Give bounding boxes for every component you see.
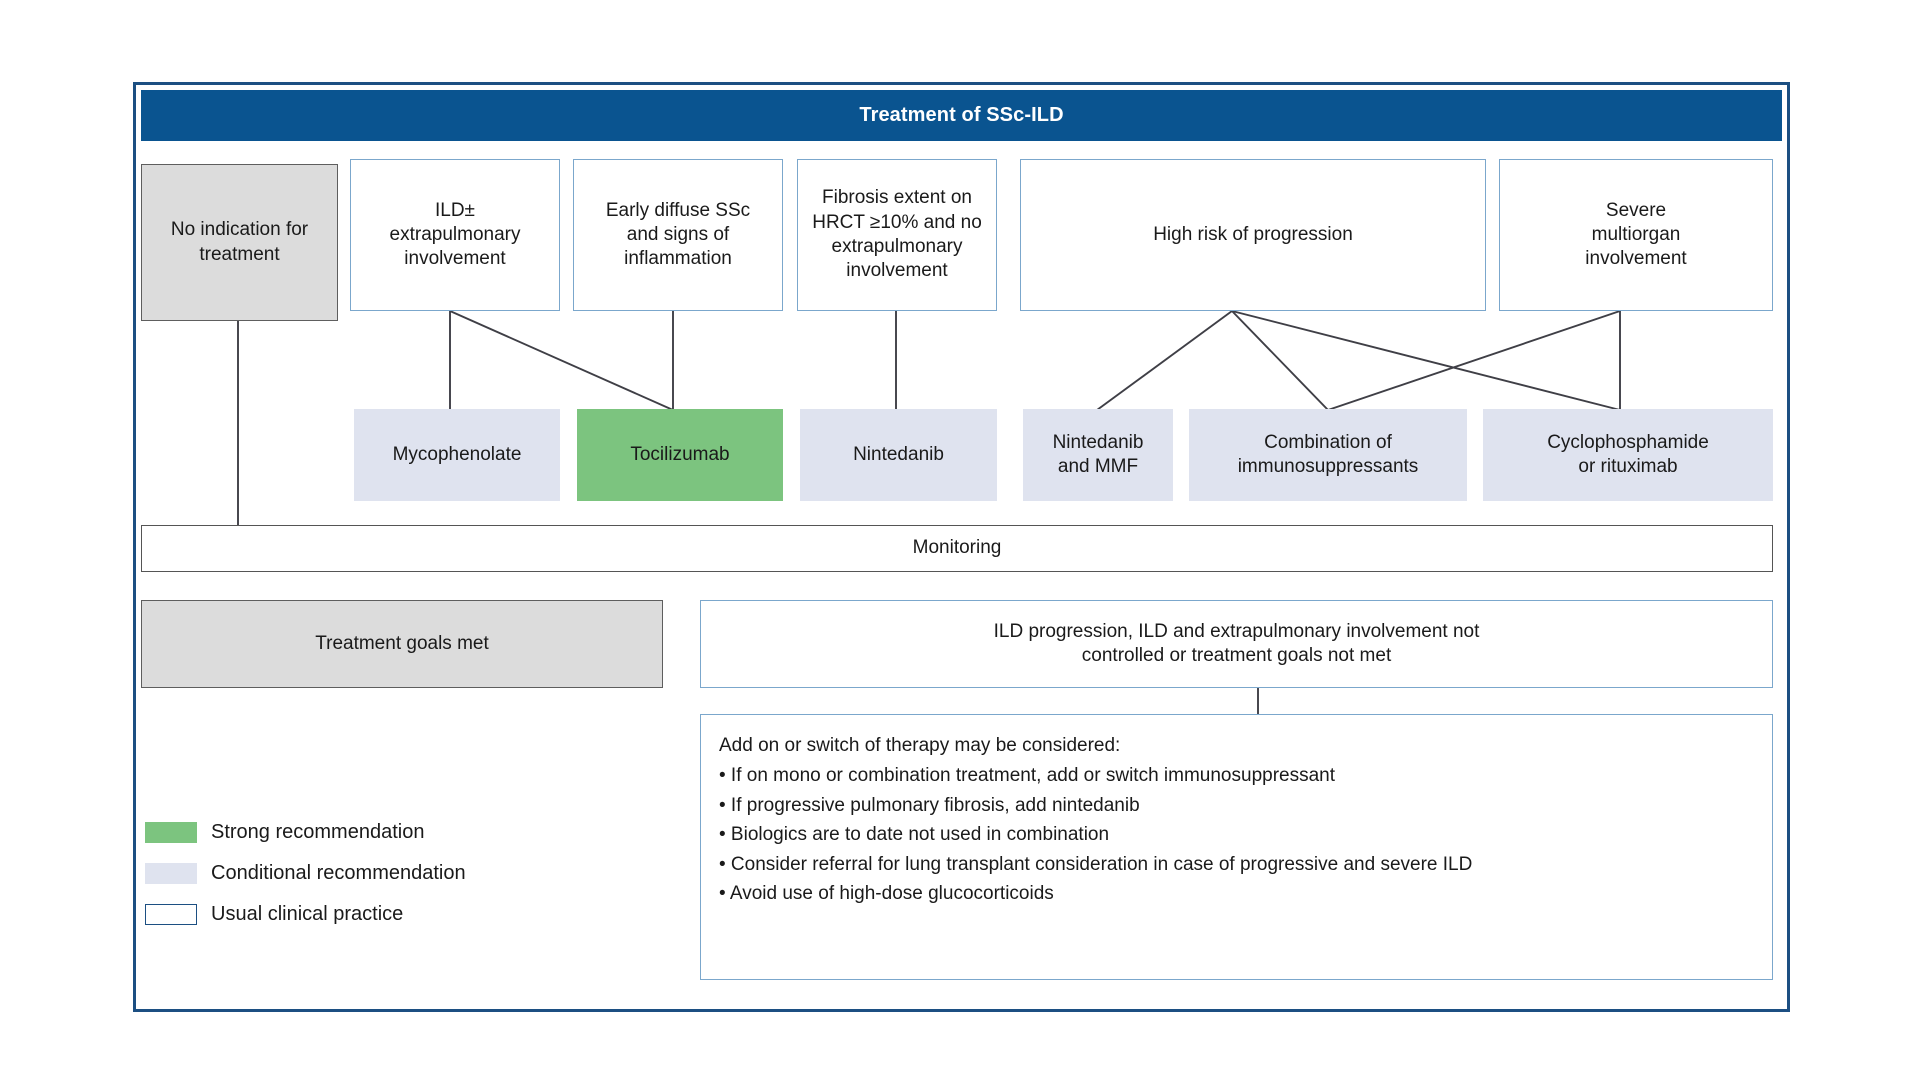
node-mycophenolate[interactable]: Mycophenolate [354,409,560,501]
node-addon-switch-therapy[interactable]: Add on or switch of therapy may be consi… [700,714,1773,980]
node-tocilizumab-label: Tocilizumab [630,443,730,465]
node-high-risk-progression-label: High risk of progression [1153,223,1353,245]
page-title: Treatment of SSc-ILD [859,104,1064,126]
node-tocilizumab[interactable]: Tocilizumab [577,409,783,501]
node-nintedanib[interactable]: Nintedanib [800,409,997,501]
node-ild-not-controlled[interactable]: ILD progression, ILD and extrapulmonary … [700,600,1773,688]
addon-bullet: • If on mono or combination treatment, a… [719,765,1336,787]
addon-bullet: • Biologics are to date not used in comb… [719,824,1110,846]
node-no-indication[interactable]: No indication for treatment [141,164,338,321]
legend-label-strong: Strong recommendation [211,821,425,843]
legend-label-conditional: Conditional recommendation [211,862,466,884]
addon-lead: Add on or switch of therapy may be consi… [719,735,1121,756]
node-no-indication-label: No indication for treatment [170,219,309,265]
legend-label-practice: Usual clinical practice [211,903,404,925]
node-treatment-goals-met-label: Treatment goals met [315,632,489,654]
legend-swatch-practice-icon [145,904,197,925]
node-mycophenolate-label: Mycophenolate [392,443,522,465]
addon-bullet: • Avoid use of high-dose glucocorticoids [719,883,1054,905]
addon-bullet-list: • If on mono or combination treatment, a… [719,761,1472,908]
legend-item-strong: Strong recommendation [145,812,615,853]
node-treatment-goals-met[interactable]: Treatment goals met [141,600,663,688]
node-nintedanib-label: Nintedanib [853,443,944,465]
node-monitoring-label: Monitoring [912,537,1002,559]
addon-bullet: • Consider referral for lung transplant … [719,853,1473,875]
node-monitoring[interactable]: Monitoring [141,525,1773,572]
addon-bullet: • If progressive pulmonary fibrosis, add… [719,794,1140,816]
legend-item-conditional: Conditional recommendation [145,853,615,894]
legend: Strong recommendation Conditional recomm… [145,812,615,935]
legend-item-practice: Usual clinical practice [145,894,615,935]
node-high-risk-progression[interactable]: High risk of progression [1020,159,1486,311]
legend-swatch-conditional-icon [145,863,197,884]
figure-title-bar: Treatment of SSc-ILD [141,90,1782,141]
legend-swatch-strong-icon [145,822,197,843]
node-ild-not-controlled-label: ILD progression, ILD and extrapulmonary … [993,620,1480,666]
